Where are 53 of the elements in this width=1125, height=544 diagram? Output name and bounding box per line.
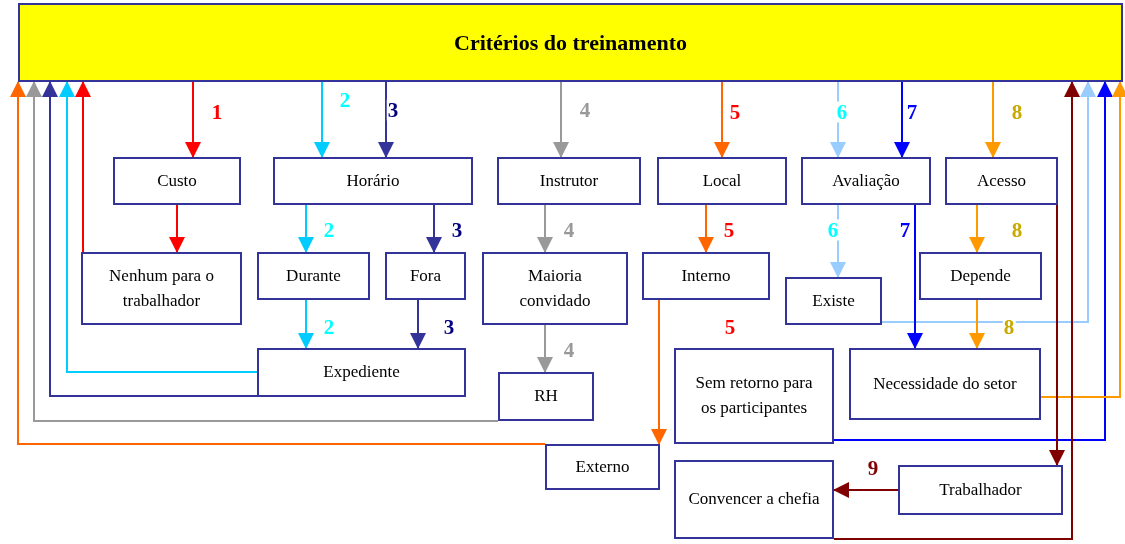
arrow (26, 81, 499, 422)
process-box: Necessidade do setor (849, 348, 1041, 420)
process-box: Acesso (945, 157, 1058, 205)
arrow (830, 204, 846, 278)
arrow (185, 81, 201, 158)
process-box: Fora (385, 252, 466, 300)
arrow (378, 81, 394, 158)
process-box: Existe (785, 277, 882, 325)
edge-label: 6 (835, 101, 849, 123)
arrow (553, 81, 569, 158)
arrow (714, 81, 730, 158)
process-box: Durante (257, 252, 370, 300)
step-number: 5 (724, 316, 736, 338)
arrow (833, 81, 1080, 540)
arrow (75, 81, 91, 253)
arrow (1040, 81, 1125, 398)
process-box: Nenhum para o trabalhador (81, 252, 242, 325)
arrow (833, 482, 899, 498)
process-box: Expediente (257, 348, 466, 397)
process-box: Interno (642, 252, 770, 300)
arrow (426, 204, 442, 253)
process-box: Custo (113, 157, 241, 205)
arrow (985, 81, 1001, 158)
process-box: Maioria convidado (482, 252, 628, 325)
process-box: Trabalhador (898, 465, 1063, 515)
arrow (298, 299, 314, 349)
arrow (698, 204, 714, 253)
arrow (537, 204, 553, 253)
arrow (969, 204, 985, 253)
process-box: Depende (919, 252, 1042, 300)
process-box: Externo (545, 444, 660, 490)
process-box: Instrutor (497, 157, 641, 205)
arrow (314, 81, 330, 158)
arrow (10, 81, 546, 445)
arrow (881, 81, 1096, 323)
edge-label: 6 (826, 219, 840, 241)
arrow (169, 204, 185, 253)
process-box: Horário (273, 157, 473, 205)
arrow (894, 81, 910, 158)
arrow (651, 299, 667, 445)
process-box: Local (657, 157, 787, 205)
arrow (907, 204, 923, 349)
header-box: Critérios do treinamento (18, 3, 1123, 82)
arrow (410, 299, 426, 349)
process-box: Avaliação (801, 157, 931, 205)
process-box: RH (498, 372, 594, 421)
arrow (969, 299, 985, 349)
arrow (833, 81, 1113, 441)
arrow (298, 204, 314, 253)
process-box: Sem retorno para os participantes (674, 348, 834, 444)
process-box: Convencer a chefia (674, 460, 834, 539)
arrow (537, 324, 553, 373)
arrow (1049, 204, 1065, 466)
